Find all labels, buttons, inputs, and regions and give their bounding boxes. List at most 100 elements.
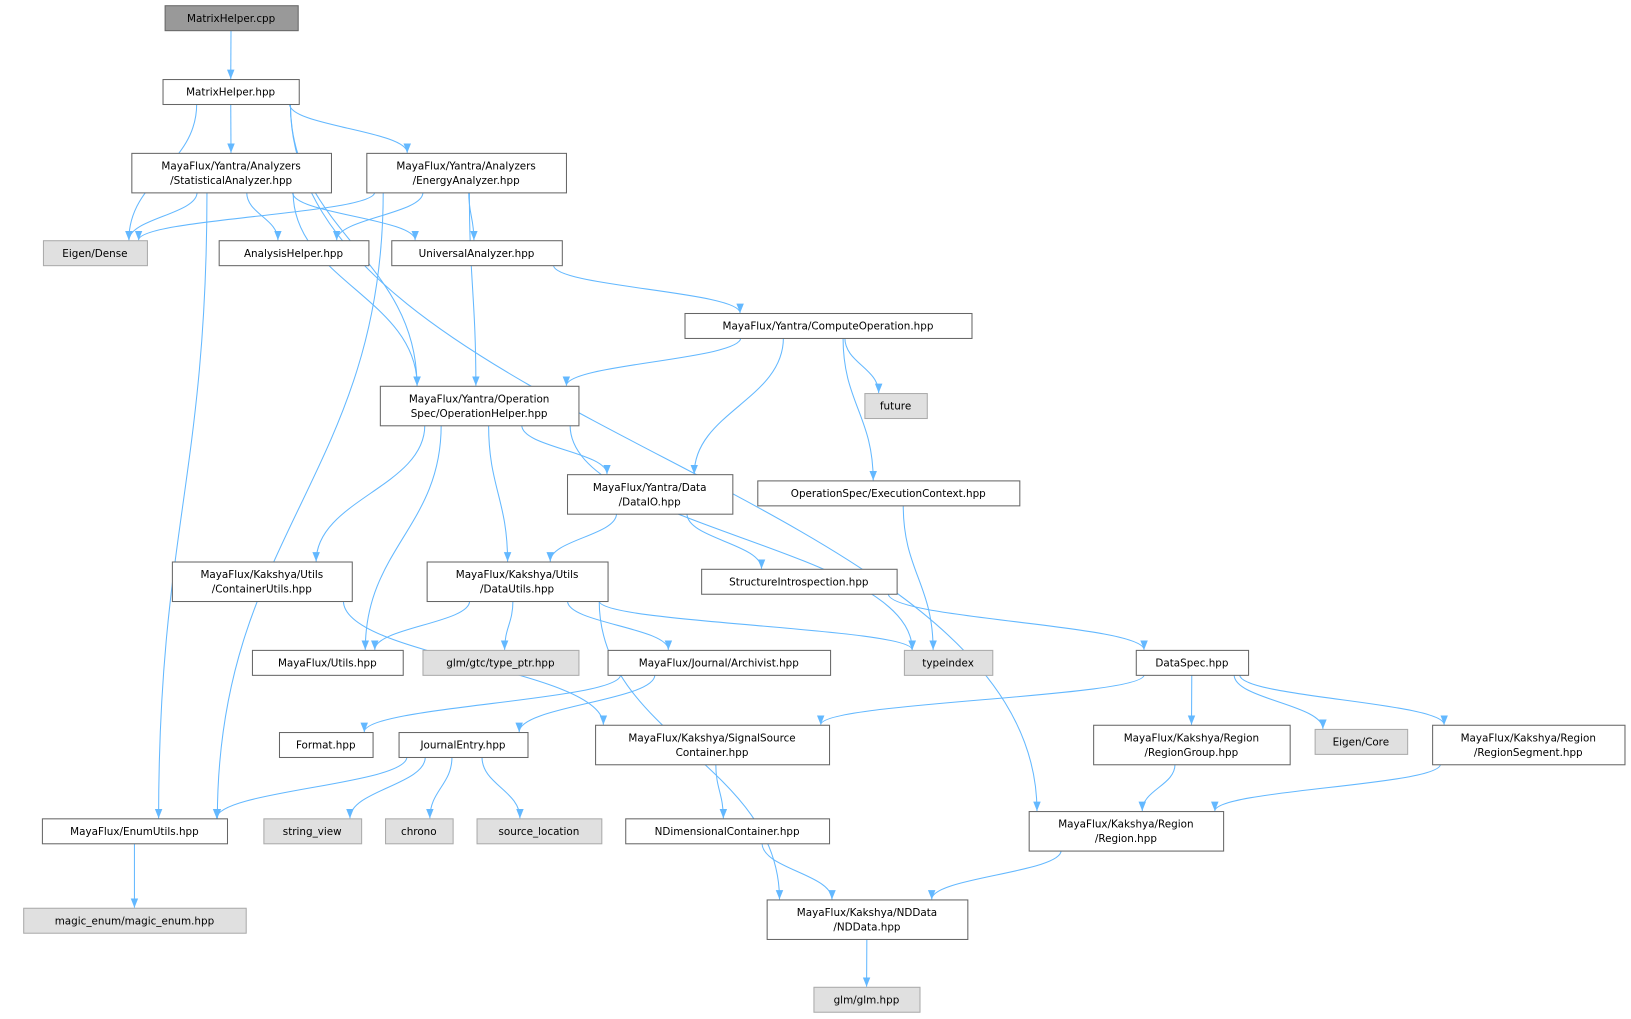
node-contu[interactable]: MayaFlux/Kakshya/Utils/ContainerUtils.hp… bbox=[171, 561, 353, 603]
node-rseg[interactable]: MayaFlux/Kakshya/Region/RegionSegment.hp… bbox=[1432, 724, 1626, 766]
node-energy[interactable]: MayaFlux/Yantra/Analyzers/EnergyAnalyzer… bbox=[366, 152, 567, 194]
node-label: AnalysisHelper.hpp bbox=[244, 248, 344, 260]
node-compop[interactable]: MayaFlux/Yantra/ComputeOperation.hpp bbox=[684, 312, 973, 339]
node-label: /RegionGroup.hpp bbox=[1145, 747, 1239, 759]
node-box bbox=[813, 986, 921, 1013]
node-box bbox=[864, 393, 928, 420]
node-ecore: Eigen/Core bbox=[1314, 728, 1409, 755]
node-box bbox=[41, 818, 229, 845]
edge-stat-to-univ bbox=[291, 192, 419, 241]
node-nddata[interactable]: MayaFlux/Kakshya/NDData/NDData.hpp bbox=[766, 899, 969, 940]
edge-ophelp-to-typeindex bbox=[569, 425, 916, 650]
node-label: /NDData.hpp bbox=[833, 922, 900, 934]
edge-compop-to-dataio bbox=[690, 337, 784, 475]
node-label: MayaFlux/Kakshya/NDData bbox=[797, 907, 937, 919]
node-dataspec[interactable]: DataSpec.hpp bbox=[1135, 649, 1250, 676]
node-label: MayaFlux/Kakshya/Utils bbox=[456, 569, 579, 581]
edge-arch-to-format bbox=[360, 674, 622, 733]
edge-datau-to-utils bbox=[371, 600, 471, 650]
edge-journal-to-srcloc bbox=[481, 756, 524, 819]
node-label: Format.hpp bbox=[296, 740, 356, 752]
node-label: MayaFlux/Kakshya/Region bbox=[1461, 732, 1596, 744]
node-ophelp[interactable]: MayaFlux/Yantra/OperationSpec/OperationH… bbox=[379, 385, 580, 427]
node-box bbox=[426, 561, 609, 603]
node-box bbox=[476, 818, 603, 845]
node-label: future bbox=[880, 401, 911, 413]
node-label: Spec/OperationHelper.hpp bbox=[411, 408, 548, 420]
node-label: typeindex bbox=[922, 658, 974, 670]
node-chrono: chrono bbox=[385, 818, 454, 845]
node-box bbox=[23, 907, 247, 934]
node-journal[interactable]: JournalEntry.hpp bbox=[398, 732, 529, 759]
node-label: MayaFlux/Journal/Archivist.hpp bbox=[639, 658, 799, 670]
node-arch[interactable]: MayaFlux/Journal/Archivist.hpp bbox=[607, 649, 832, 676]
edge-dataspec-to-ssc bbox=[817, 674, 1145, 725]
edge-dataio-to-datau bbox=[546, 513, 618, 562]
node-box bbox=[757, 480, 1021, 507]
node-stat[interactable]: MayaFlux/Yantra/Analyzers/StatisticalAna… bbox=[131, 152, 332, 194]
edge-datau-to-typeptr bbox=[500, 601, 514, 650]
node-label: DataSpec.hpp bbox=[1155, 658, 1228, 670]
node-box bbox=[595, 724, 831, 766]
node-srcloc: source_location bbox=[476, 818, 603, 845]
edge-rseg-to-region bbox=[1211, 764, 1441, 812]
nodes: MatrixHelper.cppMatrixHelper.hppMayaFlux… bbox=[23, 5, 1626, 1013]
node-univ[interactable]: UniversalAnalyzer.hpp bbox=[391, 240, 563, 267]
node-label: Eigen/Dense bbox=[62, 248, 127, 260]
node-dataio[interactable]: MayaFlux/Yantra/Data/DataIO.hpp bbox=[566, 474, 734, 515]
node-label: NDimensionalContainer.hpp bbox=[655, 826, 800, 838]
node-ssc[interactable]: MayaFlux/Kakshya/SignalSourceContainer.h… bbox=[595, 724, 831, 766]
node-utils[interactable]: MayaFlux/Utils.hpp bbox=[251, 649, 404, 676]
node-box bbox=[422, 649, 580, 676]
node-label: Container.hpp bbox=[676, 747, 749, 759]
node-mh[interactable]: MatrixHelper.hpp bbox=[162, 79, 300, 106]
node-cpp[interactable]: MatrixHelper.cpp bbox=[164, 5, 299, 32]
node-box bbox=[251, 649, 404, 676]
edge-exec-to-typeindex bbox=[902, 505, 937, 650]
node-label: glm/gtc/type_ptr.hpp bbox=[446, 658, 555, 670]
node-enumu[interactable]: MayaFlux/EnumUtils.hpp bbox=[41, 818, 229, 845]
node-exec[interactable]: OperationSpec/ExecutionContext.hpp bbox=[757, 480, 1021, 507]
node-box bbox=[684, 312, 973, 339]
node-box bbox=[1135, 649, 1250, 676]
node-box bbox=[278, 732, 374, 759]
edge-datau-to-arch bbox=[566, 600, 673, 650]
edge-energy-to-ahelp bbox=[332, 192, 424, 241]
node-box bbox=[162, 79, 300, 106]
node-box bbox=[566, 474, 734, 515]
node-struct[interactable]: StructureIntrospection.hpp bbox=[701, 568, 898, 595]
edge-ndc-to-nddata bbox=[761, 843, 836, 900]
node-ahelp[interactable]: AnalysisHelper.hpp bbox=[218, 240, 370, 267]
node-label: MayaFlux/Kakshya/Region bbox=[1058, 819, 1193, 831]
node-box bbox=[131, 152, 332, 194]
edge-energy-to-dense bbox=[134, 192, 376, 241]
edge-dataio-to-struct bbox=[686, 513, 766, 569]
edge-ophelp-to-utils bbox=[361, 425, 442, 650]
edges bbox=[125, 30, 1448, 987]
node-format[interactable]: Format.hpp bbox=[278, 732, 374, 759]
node-box bbox=[385, 818, 454, 845]
node-label: JournalEntry.hpp bbox=[419, 740, 505, 752]
node-box bbox=[766, 899, 969, 940]
edge-univ-to-compop bbox=[552, 264, 744, 314]
node-region[interactable]: MayaFlux/Kakshya/Region/Region.hpp bbox=[1028, 811, 1225, 852]
edge-stat-to-ahelp bbox=[246, 192, 282, 241]
node-dense: Eigen/Dense bbox=[42, 240, 148, 267]
node-label: chrono bbox=[401, 826, 437, 838]
node-box bbox=[1314, 728, 1409, 755]
edge-journal-to-enumu bbox=[212, 756, 408, 819]
node-label: MayaFlux/Kakshya/SignalSource bbox=[628, 732, 795, 744]
node-datau[interactable]: MayaFlux/Kakshya/Utils/DataUtils.hpp bbox=[426, 561, 609, 603]
edge-stat-to-enumu bbox=[154, 192, 208, 819]
node-rgroup[interactable]: MayaFlux/Kakshya/Region/RegionGroup.hpp bbox=[1093, 724, 1291, 766]
node-label: MayaFlux/Yantra/Analyzers bbox=[161, 160, 300, 172]
node-ndc[interactable]: NDimensionalContainer.hpp bbox=[625, 818, 831, 845]
node-label: /EnergyAnalyzer.hpp bbox=[413, 175, 520, 187]
node-box bbox=[42, 240, 148, 267]
node-box bbox=[366, 152, 567, 194]
edge-ophelp-to-datau bbox=[488, 425, 512, 562]
node-label: /StatisticalAnalyzer.hpp bbox=[170, 175, 292, 187]
edge-struct-to-dataspec bbox=[887, 593, 1148, 651]
node-label: magic_enum/magic_enum.hpp bbox=[55, 915, 215, 927]
